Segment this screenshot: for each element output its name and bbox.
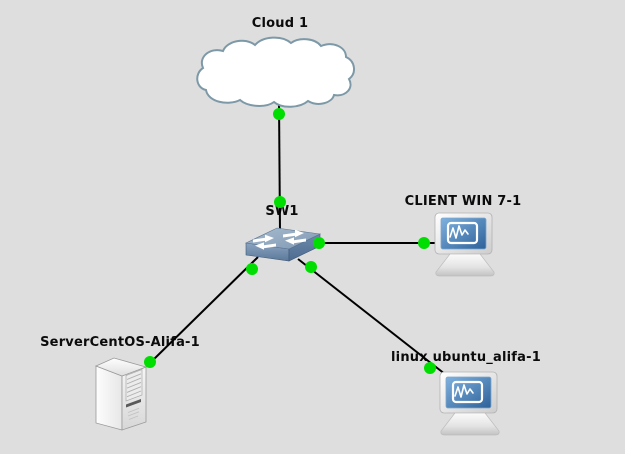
link-sw1-server-centos[interactable] [149,256,259,364]
status-dot-cloud1-port [273,108,285,120]
server-slot [126,399,141,408]
server-vent-lines [127,407,140,420]
switch-arrows [253,229,306,250]
ethernet-switch-icon[interactable] [244,227,322,262]
computer-monitor-icon-linux[interactable] [438,370,501,437]
node-label-sw1[interactable]: SW1 [265,204,299,219]
link-sw1-linux-ubuntu[interactable] [297,258,451,379]
status-dot-linux-port [424,362,436,374]
node-label-client-win7[interactable]: CLIENT WIN 7-1 [404,194,522,209]
server-drive-bay-lines [126,373,142,398]
computer-monitor-icon-client[interactable] [433,211,496,278]
status-dot-sw1-client-port [313,237,325,249]
status-dot-server-port [144,356,156,368]
server-tower-icon[interactable] [94,357,148,431]
status-dot-client-port [418,237,430,249]
link-cloud1-sw1[interactable] [278,99,281,234]
status-dot-sw1-uplink-port [274,196,286,208]
link-status-dots [144,108,436,374]
node-label-cloud1[interactable]: Cloud 1 [251,16,309,31]
status-dot-sw1-server-port [246,263,258,275]
cloud-icon[interactable] [196,36,355,108]
status-dot-sw1-linux-port [305,261,317,273]
node-label-server-centos[interactable]: ServerCentOS-Alifa-1 [40,335,200,350]
